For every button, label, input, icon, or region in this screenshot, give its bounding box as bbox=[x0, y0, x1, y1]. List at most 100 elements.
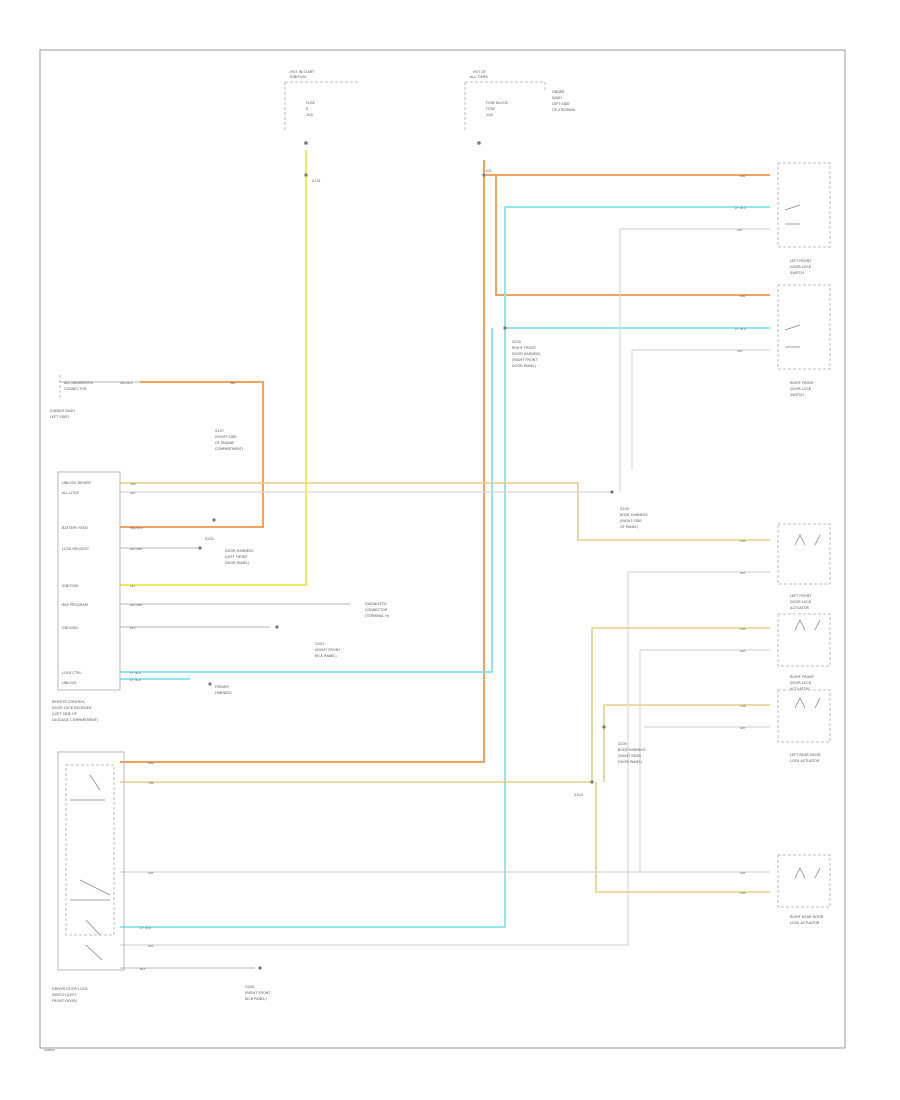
actuator-right-rear-door: RIGHT REAR DOOR LOCK ACTUATOR bbox=[777, 854, 831, 925]
fuse-right-n3: OF STEERING bbox=[552, 108, 576, 112]
label-diagram-splices-s-lower-2: (RIGHT REAR bbox=[618, 754, 641, 758]
module-pin-label: ALL LOCK bbox=[62, 491, 79, 495]
wire-cyan-module bbox=[120, 328, 493, 673]
wire-ignition-yellow bbox=[120, 150, 307, 586]
actuator-right-front-door: RIGHT FRONT DOOR LOCK ACTUATOR bbox=[777, 613, 831, 691]
label-diagram-lock-module-title-2: (LEFT SIDE OF bbox=[52, 712, 77, 716]
label-diagram-splices-s-center-4: DOOR PANEL) bbox=[512, 364, 537, 368]
module-pin-label: BATTERY FEED bbox=[62, 526, 88, 530]
actuator-left-rear-door: LEFT REAR DOOR LOCK ACTUATOR bbox=[777, 689, 831, 763]
wire-gray-lf-ground bbox=[619, 228, 770, 492]
diagram-frame bbox=[39, 49, 846, 1049]
fuse-left-terminal bbox=[304, 141, 308, 145]
label-diagram-splices-right-harness-2: (RIGHT SIDE bbox=[620, 519, 642, 523]
label-diagram-actuators-2-0: LEFT REAR DOOR bbox=[790, 753, 821, 757]
label-diagram-actuators-0-2: ACTUATOR bbox=[790, 606, 809, 610]
label-diagram-wire-codes-lt-blu: LT BLU bbox=[735, 206, 746, 210]
label-diagram-wire-codes-blk-wht: BLK/WHT bbox=[130, 547, 143, 551]
label-diagram-lock-module-diag-block-2: (TERMINAL H) bbox=[365, 614, 390, 618]
fuse-right-n2: LEFT SIDE bbox=[552, 102, 570, 106]
fuse-right-d1: FUSE bbox=[486, 107, 495, 111]
wire-codes: ORG LT BLU GRY ORG LT BLU GRY TAN GRY TA… bbox=[120, 174, 746, 971]
label-diagram-splices-g-lower-0: G201 bbox=[315, 642, 324, 646]
wire-tan-lr-door bbox=[603, 704, 770, 782]
fuse-right-n1: DASH bbox=[552, 96, 562, 100]
label-diagram-lock-module-diag-note-3: LEFT SIDE) bbox=[50, 415, 70, 419]
fuse-top-left: HOT IN START IGNITION FUSE 5 10A S101 bbox=[284, 70, 360, 183]
label-diagram-lock-module-title-0: REMOTE CONTROL bbox=[52, 700, 85, 704]
fuse-top-right: HOT AT ALL TIMES FUSE BLOCK FUSE 20A UND… bbox=[464, 70, 576, 173]
fuse-left-d2: 10A bbox=[306, 113, 313, 117]
label-diagram-splices-right-harness-0: S205 bbox=[620, 507, 629, 511]
label-diagram-splices-feeder-0: FEEDER bbox=[215, 685, 229, 689]
label-diagram-switches-left-front-sw-2: SWITCH bbox=[790, 271, 804, 275]
label-diagram-splices-s-mid-top-1: DOOR HARNESS bbox=[225, 549, 254, 553]
wire-gray-rf-door-gnd bbox=[639, 649, 770, 872]
actuator-left-front-door: LEFT FRONT DOOR LOCK ACTUATOR bbox=[777, 523, 831, 610]
label-diagram-splices-s-center-0: S200 bbox=[512, 340, 521, 344]
fuse-left-d1: 5 bbox=[306, 107, 308, 111]
module-pin-label: LOCK REQUEST bbox=[62, 547, 90, 551]
label-diagram-switches-right-front-sw-1: DOOR LOCK bbox=[790, 387, 812, 391]
label-diagram-wire-codes-gry: GRY bbox=[130, 491, 136, 495]
label-diagram-splices-s-mid-top-3: DOOR PANEL) bbox=[225, 561, 250, 565]
wire-battery-orange-main bbox=[120, 160, 485, 763]
label-diagram-wire-codes-lt-blu: LT BLU bbox=[140, 926, 151, 930]
label-diagram-splices-mid-label: S203 bbox=[574, 793, 583, 797]
label-diagram-splices-feeder-1: HARNESS bbox=[215, 691, 233, 695]
label-diagram-splices-s-mid-top-2: (LEFT FRONT bbox=[225, 555, 249, 559]
driver-lock-switch: DRIVER DOOR LOCK SWITCH (LEFT FRONT DOOR… bbox=[52, 751, 125, 1003]
label-diagram-wire-codes-gry: GRY bbox=[737, 228, 743, 232]
label-diagram-wire-codes-blk: BLK bbox=[130, 626, 136, 630]
label-diagram-lock-module-diag-note-1: CONNECTOR bbox=[64, 387, 87, 391]
module-pin-label: IGNITION bbox=[62, 584, 78, 588]
fuse-right-title: HOT AT bbox=[473, 70, 487, 74]
label-diagram-splices-s-lower-3: DOOR PANEL) bbox=[618, 760, 643, 764]
label-diagram-wire-codes-tan: TAN bbox=[740, 891, 746, 895]
label-diagram-wire-codes-tan: TAN bbox=[148, 781, 154, 785]
module-pin-label: LOCK CTRL bbox=[62, 671, 81, 675]
label-diagram-wire-codes-lt-blu: LT BLU bbox=[130, 671, 141, 675]
label-diagram-switches-left-front-sw-1: DOOR LOCK bbox=[790, 265, 812, 269]
label-diagram-wire-codes-lt-blu: LT BLU bbox=[130, 678, 141, 682]
label-diagram-switches-driver-sw-2: FRONT DOOR) bbox=[52, 999, 78, 1003]
label-diagram-wire-codes-blk-wht: BLK/WHT bbox=[130, 603, 143, 607]
module-pin-label: RKE PROGRAM bbox=[62, 603, 88, 607]
label-diagram-switches-right-front-sw-2: SWITCH bbox=[790, 393, 804, 397]
label-diagram-actuators-1-2: ACTUATOR bbox=[790, 687, 809, 691]
label-diagram-switches-right-front-sw-0: RIGHT FRONT bbox=[790, 381, 815, 385]
label-diagram-wire-codes-org: ORG bbox=[148, 761, 154, 765]
diagnostic-connector: ALL DIAGNOSTIC CONNECTOR (UNDER DASH LEF… bbox=[50, 375, 94, 419]
label-diagram-splices-s-lower-1: BODY HARNESS bbox=[618, 748, 646, 752]
label-diagram-wire-codes-tan: TAN bbox=[740, 539, 746, 543]
label-diagram-wire-codes-org: ORG bbox=[740, 294, 746, 298]
label-diagram-splices-s-mid-top-0: S202 bbox=[205, 537, 214, 541]
label-diagram-splices-switch-ground-1: (RIGHT FRONT bbox=[245, 991, 271, 995]
label-diagram-actuators-1-1: DOOR LOCK bbox=[790, 681, 812, 685]
wire-cyan-main bbox=[120, 207, 506, 928]
splice-labels: S200 RIGHT FRONT DOOR HARNESS (RIGHT FRO… bbox=[205, 340, 648, 1001]
module-pin-label: GROUND bbox=[62, 626, 78, 630]
wire-tan-rr-door bbox=[595, 782, 770, 893]
label-diagram-wire-codes-tan: TAN bbox=[130, 482, 136, 486]
label-diagram-wire-codes-lt-blu: LT BLU bbox=[735, 327, 746, 331]
splice-s201: S201 bbox=[483, 169, 492, 173]
label-diagram-splices-s-center-3: (RIGHT FRONT bbox=[512, 358, 538, 362]
label-diagram-splices-right-harness-1: BODY HARNESS bbox=[620, 513, 648, 517]
fuse-left-title: HOT IN START bbox=[290, 70, 315, 74]
label-diagram-wire-codes-gry: GRY bbox=[148, 944, 154, 948]
label-diagram-wire-codes-tan: TAN bbox=[740, 627, 746, 631]
label-diagram-wire-codes-org: ORG bbox=[230, 381, 236, 385]
fuse-right-sub: ALL TIMES bbox=[470, 75, 489, 79]
label-diagram-splices-batt-splice-2: OF ENGINE bbox=[215, 441, 234, 445]
label-diagram-actuators-3-1: LOCK ACTUATOR bbox=[790, 921, 820, 925]
label-diagram-splices-g-lower-2: KICK PANEL) bbox=[315, 654, 337, 658]
label-diagram-splices-s-lower-0: S205 bbox=[618, 742, 627, 746]
wire-gray-lf-door-gnd bbox=[120, 571, 770, 946]
footer-code: G00000 bbox=[44, 1048, 55, 1052]
wire-tan-unlock-driver bbox=[120, 482, 770, 541]
wire-orange-batt-feed bbox=[120, 381, 264, 528]
label-diagram-switches-driver-sw-0: DRIVER DOOR LOCK bbox=[52, 987, 88, 991]
label-diagram-splices-batt-splice-3: COMPARTMENT) bbox=[215, 447, 244, 451]
